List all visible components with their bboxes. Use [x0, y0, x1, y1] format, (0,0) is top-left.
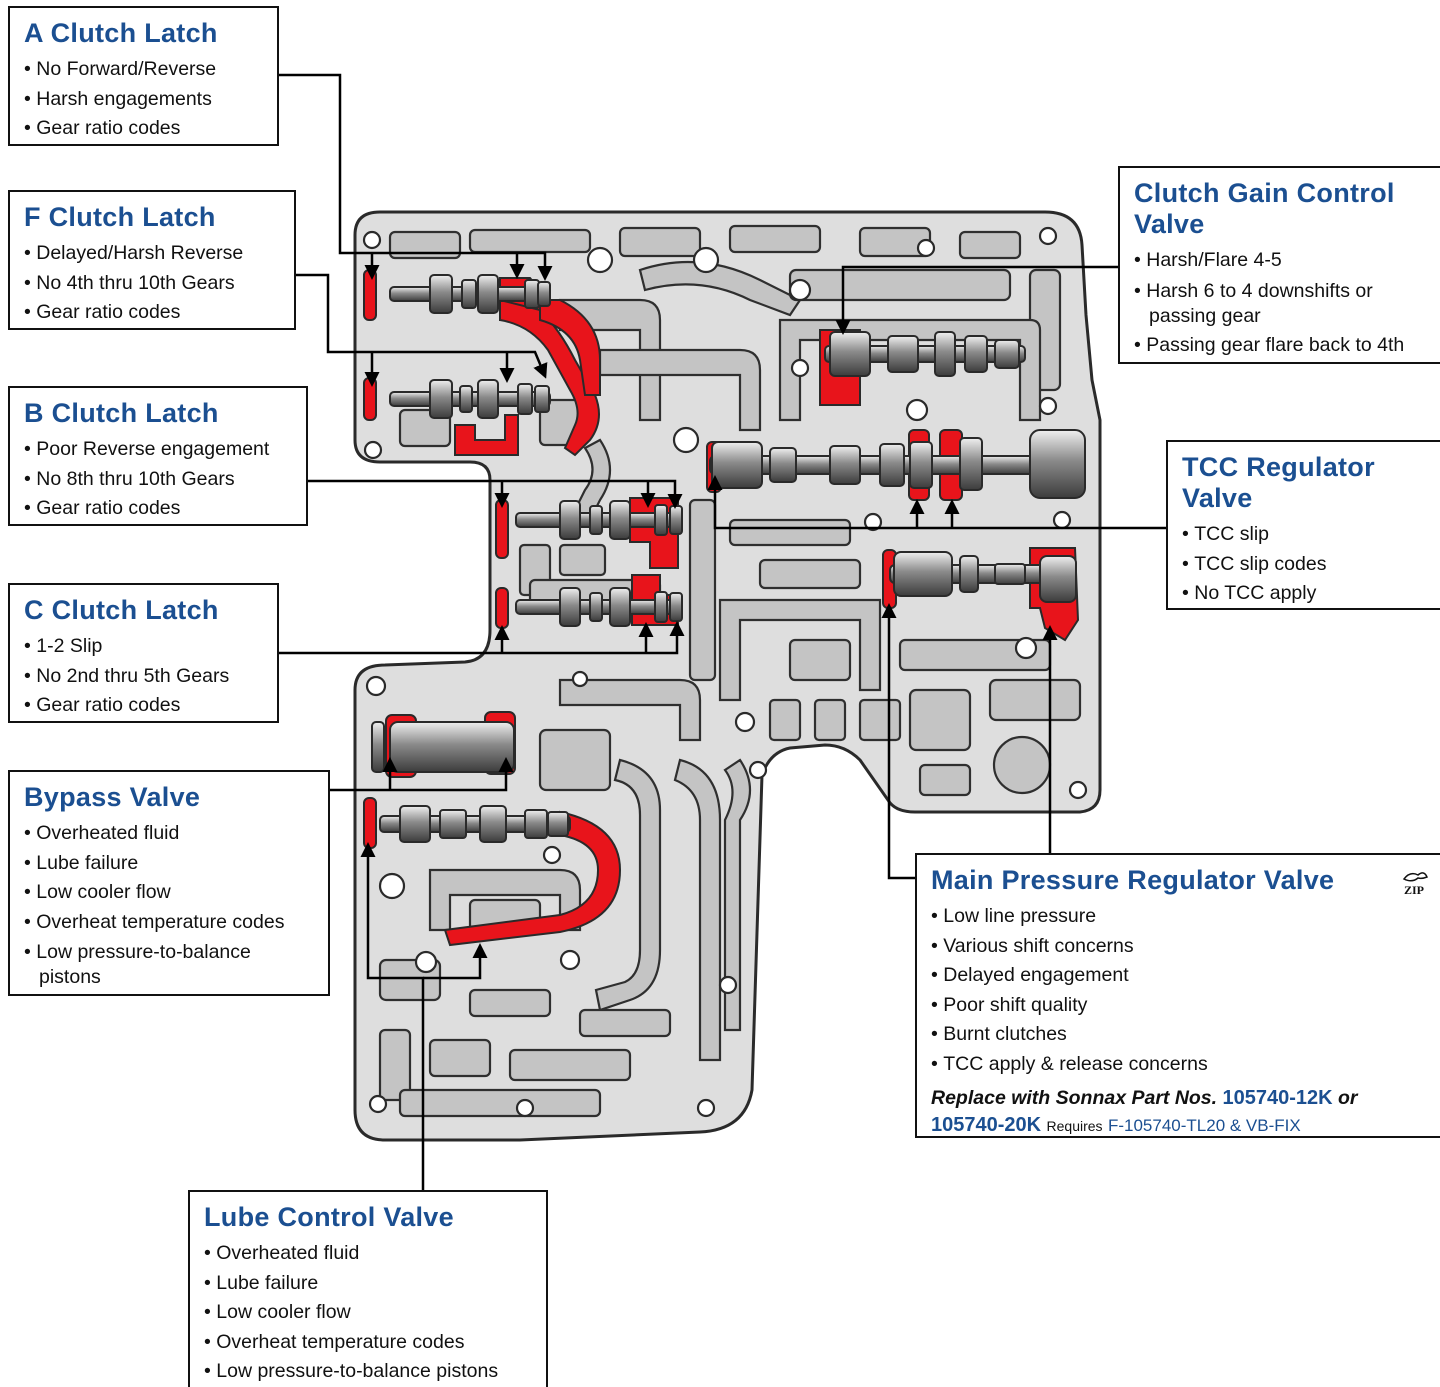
callout-b-clutch-latch: B Clutch Latch Poor Reverse engagement N… [8, 386, 308, 526]
or-text: or [1338, 1087, 1358, 1109]
callout-item: Low pressure-to-balance pistons [24, 937, 314, 992]
callout-item: Low cooler flow [24, 878, 314, 908]
replace-text: Replace with Sonnax Part Nos. [931, 1087, 1218, 1109]
callout-f-clutch-latch: F Clutch Latch Delayed/Harsh Reverse No … [8, 190, 296, 330]
callout-item: Passing gear flare back to 4th [1134, 331, 1426, 361]
leader-lube [360, 842, 425, 1190]
zip-badge-text: ZIP [1404, 883, 1424, 897]
leader-main-pressure [881, 603, 915, 880]
callout-lube-control-valve: Lube Control Valve Overheated fluid Lube… [188, 1190, 548, 1387]
callout-item: No 4th thru 10th Gears [24, 269, 280, 299]
callout-item: Gear ratio codes [24, 494, 292, 524]
callout-title: C Clutch Latch [24, 595, 219, 625]
callout-c-clutch-latch: C Clutch Latch 1-2 Slip No 2nd thru 5th … [8, 583, 279, 723]
callout-item: Overheat temperature codes [204, 1328, 532, 1358]
callout-item: Low line pressure [931, 902, 1426, 932]
leader-lube-right [423, 943, 488, 980]
callout-item: Overheat temperature codes [24, 908, 314, 938]
callout-title-line2: Valve [1134, 209, 1205, 239]
callout-item: TCC slip [1182, 520, 1426, 550]
part-number-1[interactable]: 105740-12K [1222, 1087, 1333, 1109]
callout-item: Gear ratio codes [24, 298, 280, 328]
callout-item: Poor Reverse engagement [24, 435, 292, 465]
callout-item: Low cooler flow [204, 1298, 532, 1328]
callout-item: No Forward/Reverse [24, 55, 263, 85]
callout-title: A Clutch Latch [24, 18, 218, 48]
callout-bypass-valve: Bypass Valve Overheated fluid Lube failu… [8, 770, 330, 996]
callout-item: Delayed engagement [931, 961, 1426, 991]
callout-title: Bypass Valve [24, 782, 201, 812]
callout-item: Low pressure-to-balance pistons [204, 1357, 532, 1387]
callout-title: TCC Regulator Valve [1182, 452, 1426, 514]
callout-title: Lube Control Valve [204, 1202, 454, 1232]
callout-item: 1-2 Slip [24, 632, 263, 662]
callout-item: No 2nd thru 5th Gears [24, 662, 263, 692]
callout-title: B Clutch Latch [24, 398, 219, 428]
leader-c-clutch [279, 621, 685, 655]
callout-title-line1: Clutch Gain Control [1134, 178, 1395, 208]
part-number-2[interactable]: 105740-20K [931, 1114, 1042, 1136]
leader-b-clutch [308, 479, 683, 509]
requires-text: Requires [1046, 1118, 1103, 1134]
callout-item: Overheated fluid [204, 1239, 532, 1269]
callout-a-clutch-latch: A Clutch Latch No Forward/Reverse Harsh … [8, 6, 279, 146]
callout-item: Delayed/Harsh Reverse [24, 239, 280, 269]
callout-item: Gear ratio codes [24, 691, 263, 721]
requires-parts[interactable]: F-105740-TL20 & VB-FIX [1107, 1116, 1301, 1135]
callout-item: No TCC apply [1182, 579, 1426, 609]
leader-clutch-gain [835, 265, 1118, 335]
zip-kit-icon: ZIP [1402, 872, 1428, 897]
callout-item: Various shift concerns [931, 932, 1426, 962]
callout-item: Harsh engagements [24, 85, 263, 115]
callout-title: Clutch Gain Control Valve [1134, 178, 1426, 240]
callout-item: Burnt clutches [931, 1020, 1426, 1050]
callout-item: Harsh 6 to 4 downshifts or passing gear [1134, 276, 1426, 331]
callout-title-line2: Valve [1182, 483, 1253, 513]
callout-item: Harsh/Flare 4-5 [1134, 246, 1426, 276]
valve-spools [371, 274, 1086, 843]
callout-title: F Clutch Latch [24, 202, 216, 232]
callout-clutch-gain-control-valve: Clutch Gain Control Valve Harsh/Flare 4-… [1118, 166, 1440, 364]
replacement-note: Replace with Sonnax Part Nos. 105740-12K… [931, 1085, 1426, 1140]
bolt-holes [362, 226, 1088, 1118]
callout-item: Gear ratio codes [24, 114, 263, 144]
callout-item: Poor shift quality [931, 991, 1426, 1021]
callout-item: Lube failure [204, 1269, 532, 1299]
leader-tcc [707, 475, 1166, 530]
callout-item: Overheated fluid [24, 819, 314, 849]
leader-a-clutch [279, 73, 553, 281]
callout-main-pressure-regulator-valve: Main Pressure Regulator Valve ZIP Low li… [915, 853, 1440, 1138]
callout-title-line1: TCC Regulator [1182, 452, 1375, 482]
callout-item: TCC apply & release concerns [931, 1050, 1426, 1080]
leader-f-clutch [296, 273, 548, 379]
callout-title: Main Pressure Regulator Valve [931, 865, 1335, 895]
callout-item: TCC slip codes [1182, 550, 1426, 580]
leader-lines [279, 73, 1166, 1190]
callout-item: No 8th thru 10th Gears [24, 465, 292, 495]
callout-tcc-regulator-valve: TCC Regulator Valve TCC slip TCC slip co… [1166, 440, 1440, 610]
callout-item: Lube failure [24, 849, 314, 879]
leader-bypass [330, 757, 514, 792]
